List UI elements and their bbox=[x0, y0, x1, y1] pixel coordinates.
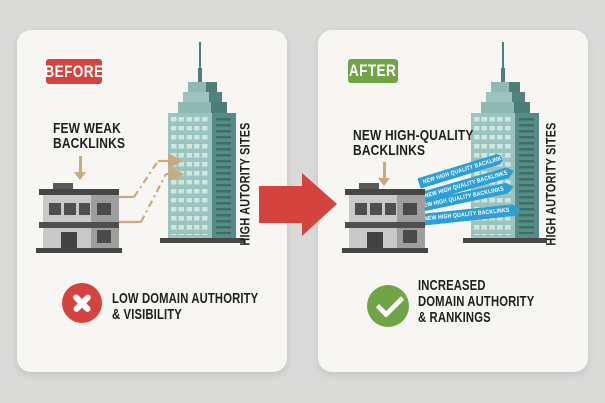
crown-step bbox=[183, 92, 209, 102]
building-window bbox=[370, 203, 382, 215]
building-floor-band bbox=[345, 222, 425, 228]
building-roof bbox=[39, 189, 119, 195]
building-roof bbox=[345, 189, 425, 195]
building-window bbox=[49, 203, 61, 215]
building-floor-band bbox=[39, 222, 119, 228]
crown-step-shadow bbox=[509, 82, 520, 92]
status-line: LOW DOMAIN AUTHORITY bbox=[112, 290, 259, 307]
building-door bbox=[61, 232, 77, 248]
after-status-text: INCREASED DOMAIN AUTHORITY & RANKINGS bbox=[418, 278, 534, 326]
crown-step bbox=[188, 82, 206, 92]
status-line: & RANKINGS bbox=[418, 309, 491, 326]
building-window bbox=[403, 230, 417, 243]
antenna-base bbox=[501, 68, 505, 82]
building-window bbox=[97, 203, 111, 215]
before-badge-label: BEFORE bbox=[44, 61, 104, 81]
building-base bbox=[342, 248, 428, 253]
before-badge: BEFORE bbox=[44, 59, 104, 84]
before-status-text: LOW DOMAIN AUTHORITY & VISIBILITY bbox=[112, 291, 258, 323]
building-window bbox=[79, 203, 90, 215]
building-window bbox=[355, 203, 367, 215]
tower-side bbox=[212, 113, 236, 238]
after-tower-caption: HIGH AUTORITY SITES bbox=[543, 122, 559, 246]
label-line: BACKLINKS bbox=[53, 135, 126, 152]
check-icon bbox=[367, 285, 409, 327]
crown-step-shadow bbox=[512, 92, 525, 102]
antenna-base bbox=[198, 68, 202, 82]
status-line: INCREASED bbox=[418, 277, 486, 294]
crown-step-shadow bbox=[206, 82, 217, 92]
building-chimney bbox=[53, 183, 73, 189]
building-window bbox=[97, 230, 111, 243]
crown-step bbox=[486, 92, 512, 102]
after-backlinks-label: NEW HIGH-QUALITY BACKLINKS bbox=[353, 128, 474, 158]
tower-side bbox=[515, 113, 539, 238]
building-window bbox=[385, 203, 396, 215]
status-line: DOMAIN AUTHORITY bbox=[418, 293, 535, 310]
building-window bbox=[64, 203, 76, 215]
label-line: FEW WEAK bbox=[53, 120, 121, 137]
building-base bbox=[36, 248, 122, 253]
label-line: BACKLINKS bbox=[353, 142, 426, 159]
antenna-icon bbox=[199, 42, 201, 72]
tower-base bbox=[160, 238, 244, 243]
tower-side-windows bbox=[519, 118, 534, 234]
after-badge: AFTER bbox=[348, 59, 398, 83]
before-backlinks-label: FEW WEAK BACKLINKS bbox=[53, 121, 125, 151]
after-badge-label: AFTER bbox=[349, 61, 397, 80]
antenna-icon bbox=[502, 42, 504, 72]
crown-step-shadow bbox=[211, 102, 227, 113]
tower-side-windows bbox=[216, 118, 231, 234]
x-icon bbox=[62, 283, 102, 323]
label-line: NEW HIGH-QUALITY bbox=[353, 127, 474, 144]
building-door bbox=[367, 232, 383, 248]
down-arrow-head bbox=[378, 178, 390, 186]
crown-step-shadow bbox=[514, 102, 530, 113]
crown-step bbox=[178, 102, 211, 113]
crown-step bbox=[481, 102, 514, 113]
building-chimney bbox=[359, 183, 379, 189]
building-window bbox=[403, 203, 417, 215]
crown-step-shadow bbox=[209, 92, 222, 102]
crown-step bbox=[491, 82, 509, 92]
down-arrow-icon bbox=[383, 162, 386, 178]
down-arrow-head bbox=[74, 172, 86, 180]
tower-base bbox=[463, 238, 547, 243]
down-arrow-icon bbox=[79, 156, 82, 172]
status-line: & VISIBILITY bbox=[112, 306, 182, 323]
